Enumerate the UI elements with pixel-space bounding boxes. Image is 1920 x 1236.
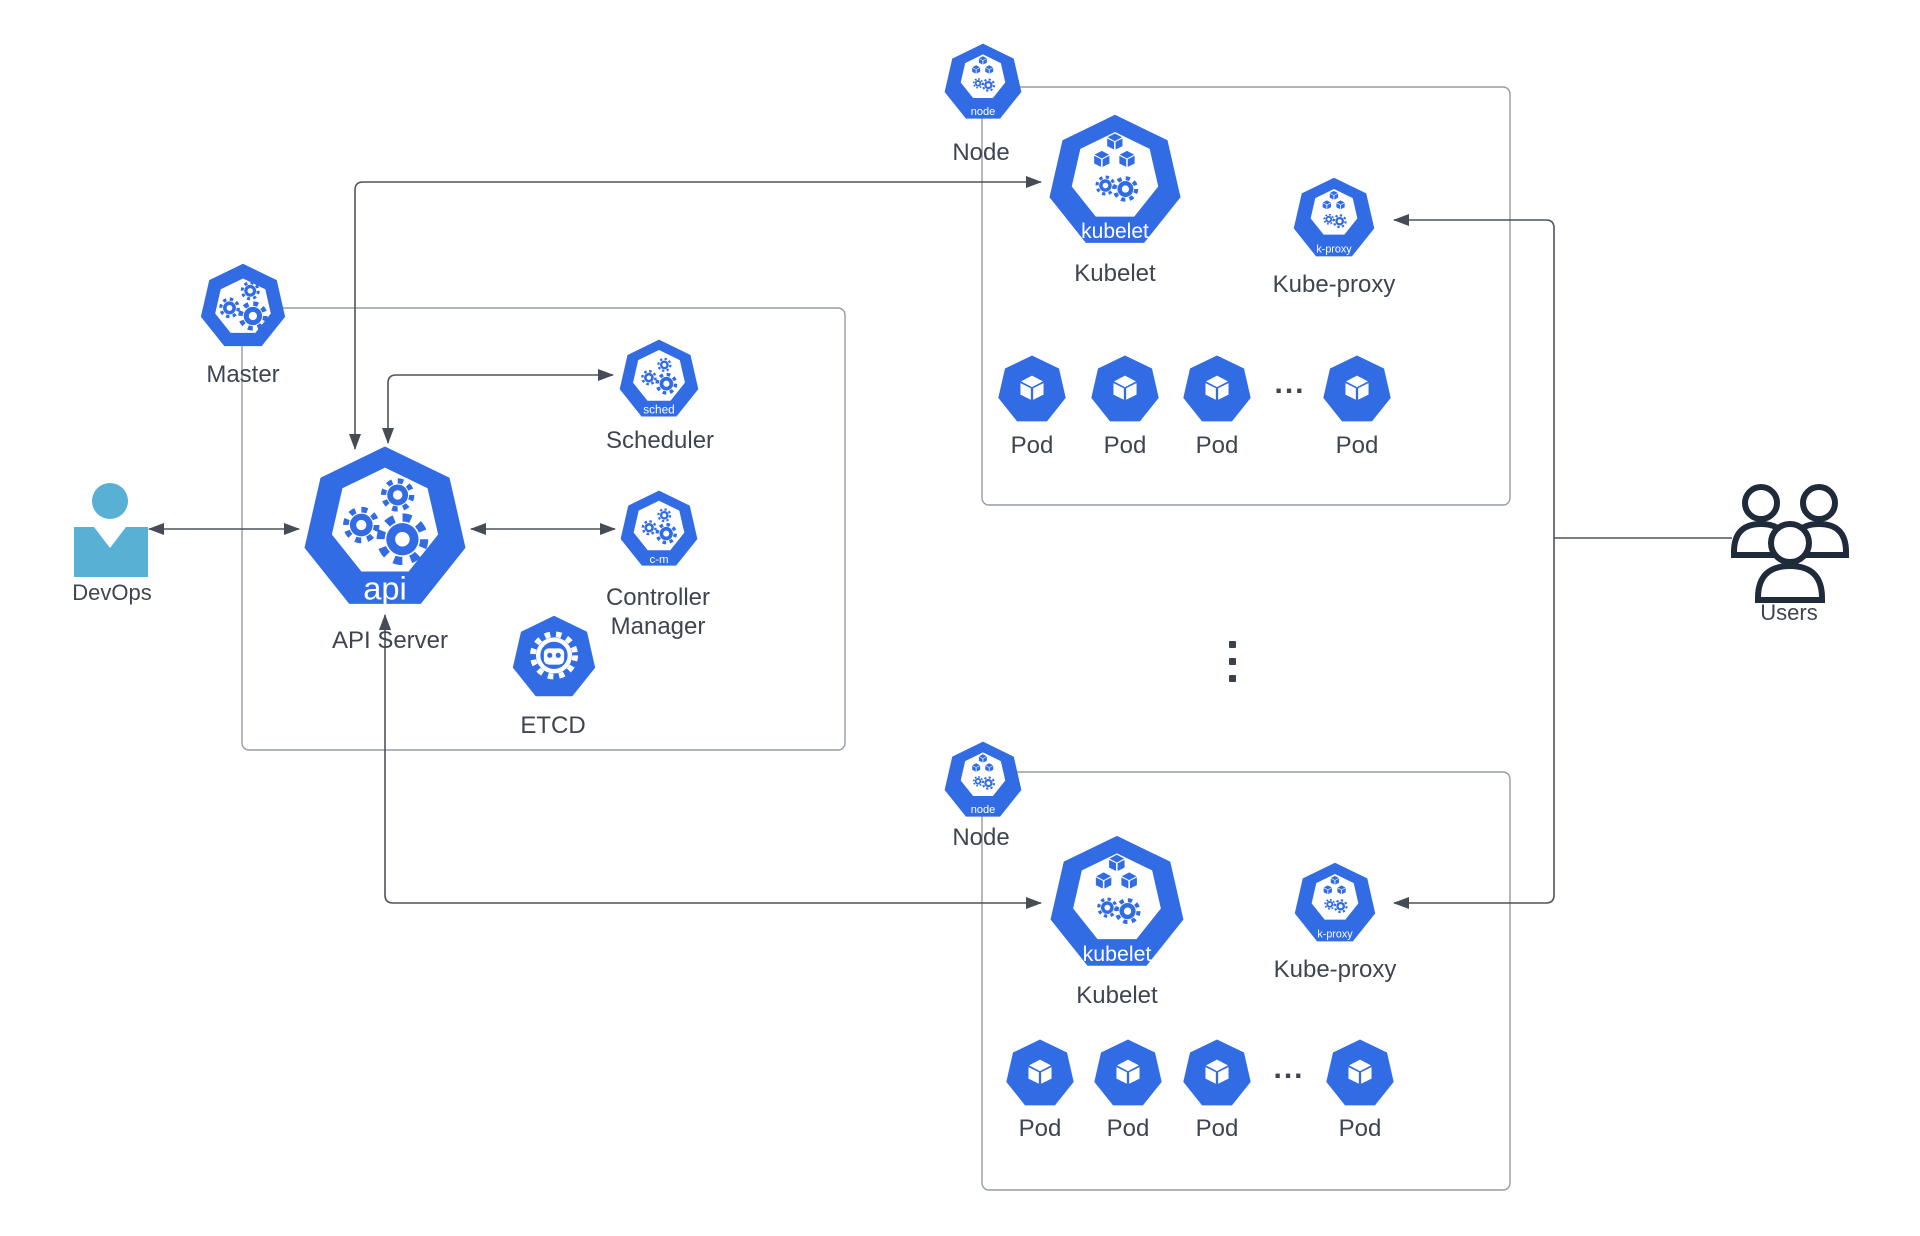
node-badge-top: node	[971, 106, 996, 118]
controller-manager-icon: c-m	[618, 489, 700, 571]
controller-manager-badge: c-m	[649, 554, 668, 566]
devops-label: DevOps	[72, 580, 152, 605]
kube-proxy-label-bottom: Kube-proxy	[1273, 956, 1397, 983]
kubelet-badge-top: kubelet	[1081, 220, 1149, 243]
node-label-top: Node	[952, 139, 1010, 166]
api-badge: api	[363, 570, 407, 607]
pod-label: Pod	[1103, 432, 1147, 459]
edge-apiserver-scheduler	[382, 369, 614, 444]
node-icon-bottom: node	[942, 740, 1024, 822]
kube-proxy-label-top: Kube-proxy	[1272, 271, 1396, 298]
edge-users-kubeproxy-bottom	[1393, 538, 1555, 909]
pod-icon	[1181, 1038, 1253, 1110]
devops-person-icon	[73, 482, 149, 578]
edge-apiserver-kubelet-top	[349, 176, 1042, 450]
kubelet-label-top: Kubelet	[1074, 260, 1156, 287]
pod-icon	[1324, 1038, 1396, 1110]
pod-label: Pod	[1018, 1115, 1062, 1142]
controller-manager-label: Controller Manager	[605, 584, 711, 641]
pod-icon	[996, 354, 1068, 426]
users-label: Users	[1760, 600, 1818, 625]
scheduler-icon: sched	[617, 338, 701, 422]
edge-users-kubeproxy-top	[1393, 214, 1555, 538]
pod-label: Pod	[1335, 432, 1379, 459]
kubelet-label-bottom: Kubelet	[1076, 982, 1158, 1009]
node-label-bottom: Node	[952, 824, 1010, 851]
pod-label: Pod	[1010, 432, 1054, 459]
kubelet-icon-bottom: kubelet	[1046, 833, 1188, 975]
scheduler-label: Scheduler	[605, 427, 715, 454]
pod-icon	[1321, 354, 1393, 426]
pod-icon	[1089, 354, 1161, 426]
pod-icon	[1181, 354, 1253, 426]
node-group-box-bottom	[981, 771, 1511, 1191]
pod-label: Pod	[1195, 432, 1239, 459]
pod-icon	[1092, 1038, 1164, 1110]
pod-label: Pod	[1338, 1115, 1382, 1142]
api-server-label: API Server	[331, 627, 449, 654]
pod-icon	[1004, 1038, 1076, 1110]
pod-label: Pod	[1195, 1115, 1239, 1142]
kube-proxy-icon-top: k-proxy	[1291, 176, 1377, 262]
node-badge-bottom: node	[971, 804, 996, 816]
kube-proxy-badge-bottom: k-proxy	[1317, 929, 1353, 941]
users-icon	[1730, 476, 1850, 603]
kubelet-badge-bottom: kubelet	[1083, 942, 1152, 966]
node-icon-top: node	[942, 42, 1024, 124]
edge-apiserver-kubelet-bottom	[379, 614, 1042, 909]
etcd-icon	[510, 614, 598, 702]
pods-ellipsis-bottom: ...	[1273, 1052, 1305, 1085]
kubelet-icon-top: kubelet	[1045, 112, 1185, 252]
scheduler-badge: sched	[643, 404, 674, 417]
pods-ellipsis-top: ...	[1274, 367, 1306, 400]
api-server-icon: api	[299, 443, 471, 615]
vertical-ellipsis-icon	[1229, 641, 1236, 682]
kube-proxy-icon-bottom: k-proxy	[1292, 861, 1378, 947]
master-label: Master	[206, 361, 280, 388]
pod-label: Pod	[1106, 1115, 1150, 1142]
kubernetes-master-icon	[198, 262, 288, 352]
etcd-label: ETCD	[520, 712, 586, 739]
kube-proxy-badge-top: k-proxy	[1316, 244, 1352, 256]
